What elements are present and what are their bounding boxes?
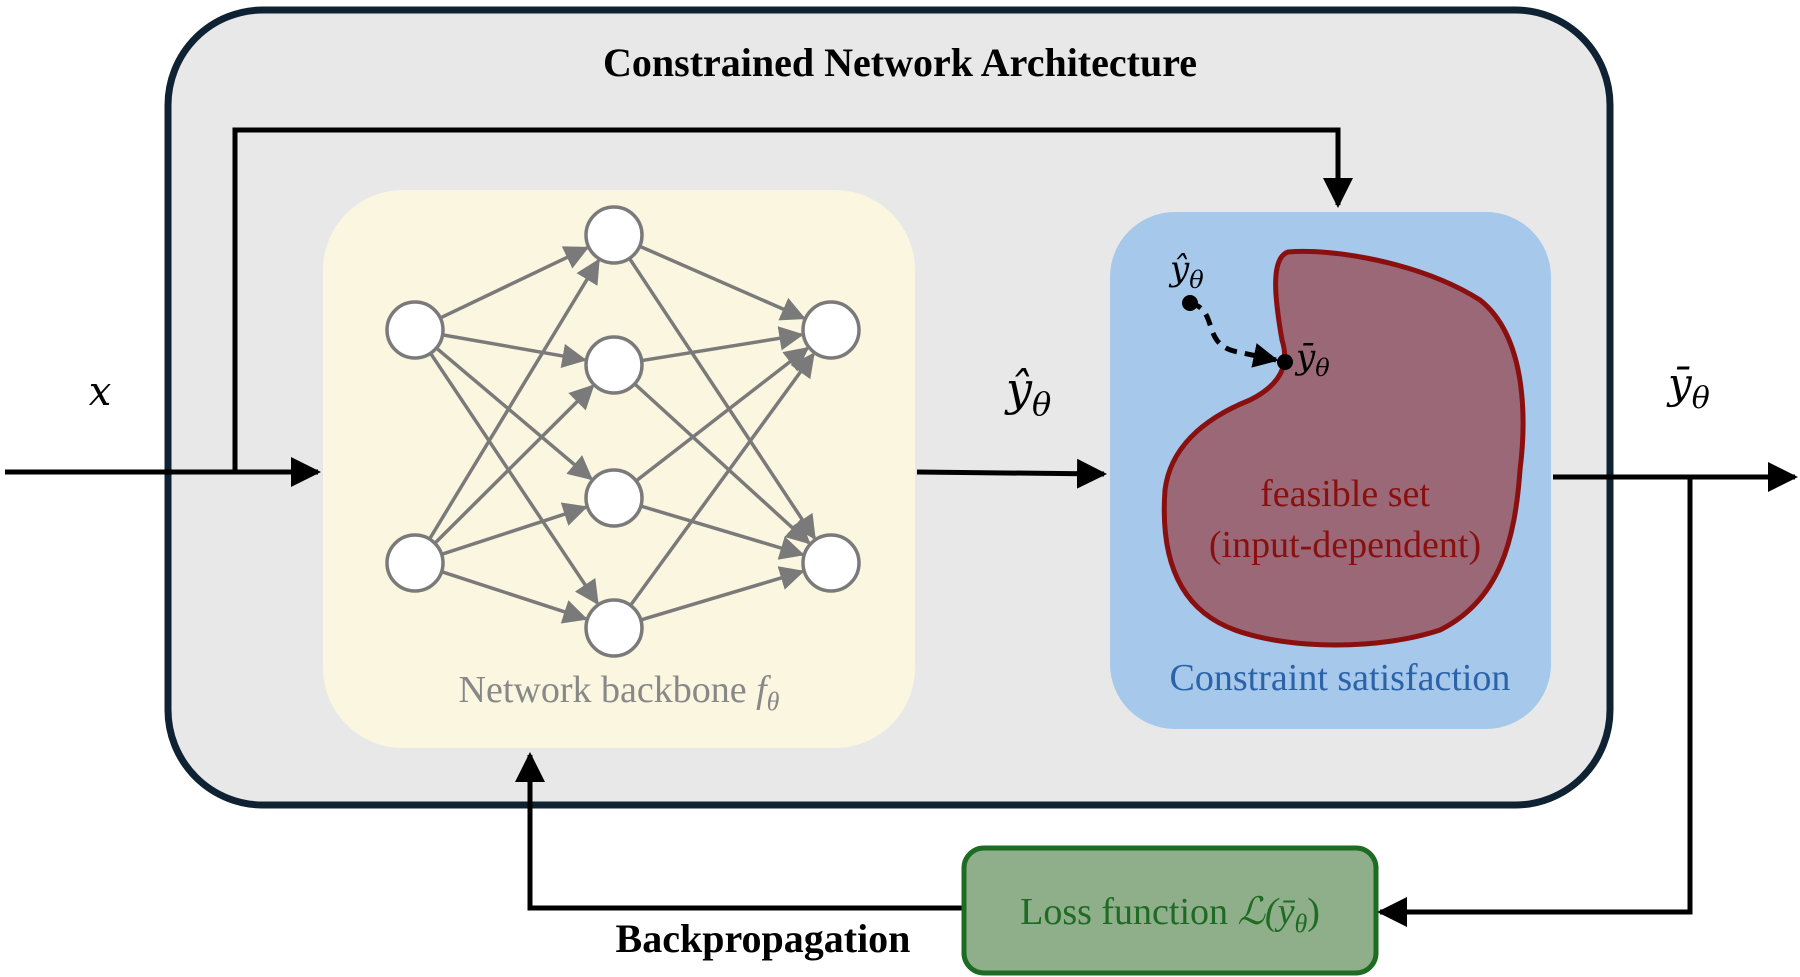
intermediate-symbol: ŷθ (1004, 362, 1051, 423)
network-node-layer-1 (584, 205, 644, 265)
network-edge (435, 346, 593, 481)
loss-symbol-close: ) (1307, 891, 1320, 933)
network-edge (429, 352, 599, 606)
loss-label: Loss function ℒ(ȳθ) (1020, 891, 1320, 938)
feasible-set-line1: feasible set (1260, 473, 1430, 515)
point-ybar-label: ȳθ (1294, 337, 1330, 382)
network-edge (635, 346, 810, 483)
point-ybar-sub: θ (1315, 354, 1330, 382)
point-yhat-label: ŷθ (1168, 249, 1204, 294)
network-edge (627, 257, 816, 541)
backbone-to-constraint-arrow (916, 458, 1107, 489)
network-node-layer-1 (584, 335, 644, 395)
projection-arrow (1189, 300, 1279, 368)
loss-function-box (961, 845, 1379, 976)
intermediate-main: ŷ (1004, 362, 1033, 416)
network-node-layer-2 (801, 533, 861, 593)
output-sub: θ (1692, 381, 1710, 416)
point-ybar (1277, 354, 1293, 370)
network-edge (441, 502, 588, 556)
network-edge (439, 246, 590, 320)
network-node-layer-0 (385, 533, 445, 593)
intermediate-sub: θ (1032, 385, 1051, 423)
network-edge (638, 244, 806, 321)
neural-network-graph (385, 205, 861, 658)
input-symbol: x (89, 369, 112, 415)
skip-connection-arrow (232, 127, 1353, 472)
network-edge (641, 326, 804, 363)
loss-label-text: Loss function (1020, 891, 1237, 933)
output-main: ȳ (1666, 359, 1693, 408)
network-edge (433, 384, 595, 545)
point-yhat-main: ŷ (1168, 249, 1190, 289)
network-edge (640, 504, 805, 560)
point-ybar-main: ȳ (1294, 337, 1316, 377)
network-edge (640, 566, 805, 622)
architecture-title: Constrained Network Architecture (603, 40, 1197, 85)
network-edge (428, 258, 600, 540)
loss-feedback-arrow (1377, 477, 1693, 927)
network-node-layer-2 (801, 300, 861, 360)
feasible-set-line2: (input-dependent) (1209, 524, 1481, 566)
backbone-label: Network backbone fθ (459, 669, 780, 716)
network-edge (442, 333, 587, 369)
feasible-set-region (1161, 248, 1526, 648)
network-edge (633, 382, 811, 545)
network-node-layer-0 (385, 300, 445, 360)
loss-symbol: ℒ(ȳ (1238, 891, 1296, 933)
network-edge (441, 570, 588, 624)
backpropagation-label: Backpropagation (616, 916, 911, 961)
backpropagation-arrow (515, 752, 962, 911)
loss-symbol-sub: θ (1294, 909, 1307, 938)
backbone-label-text: Network backbone (459, 669, 757, 711)
point-yhat-sub: θ (1189, 266, 1204, 294)
network-edge (629, 352, 815, 607)
network-node-layer-1 (584, 598, 644, 658)
constraint-label: Constraint satisfaction (1170, 657, 1511, 699)
backbone-symbol-sub: θ (767, 687, 780, 716)
output-symbol: ȳθ (1666, 359, 1710, 416)
network-node-layer-1 (584, 468, 644, 528)
